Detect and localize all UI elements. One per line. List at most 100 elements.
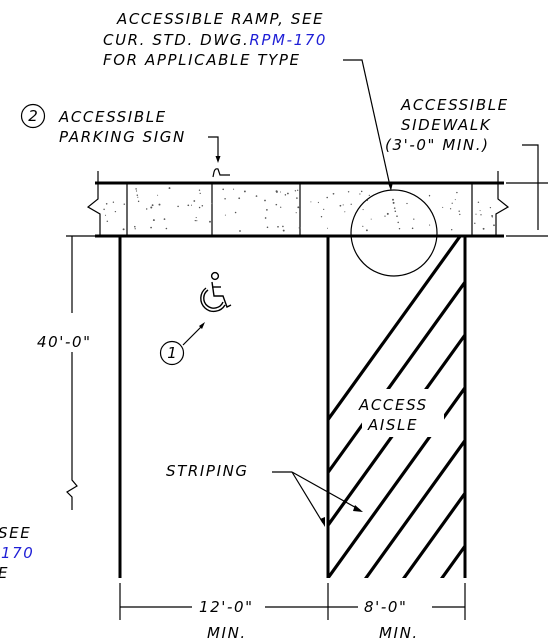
stipple-dot (103, 208, 105, 211)
striping-arrowhead (320, 517, 325, 527)
stipple-dot (198, 206, 201, 209)
striping-leader-to-line (291, 471, 324, 524)
aisle-width-min-text: MIN. (379, 624, 419, 641)
sidewalk-note-line1: ACCESSIBLE (400, 96, 509, 114)
stipple-dot (454, 199, 456, 201)
stipple-dot (233, 188, 235, 190)
stipple-dot (137, 196, 139, 198)
stipple-dot (187, 204, 190, 207)
stipple-dot (310, 201, 312, 203)
stipple-dot (442, 206, 444, 208)
ramp-location-circle (350, 189, 438, 277)
stipple-dot (106, 220, 109, 223)
symbol-leader-line (182, 324, 204, 346)
stipple-dot (238, 197, 241, 200)
hatch-stripe (516, 236, 554, 634)
hatch-stripe (364, 437, 465, 578)
stipple-dot (158, 203, 161, 206)
stipple-dot (137, 200, 140, 203)
striping-callout: STRIPING (166, 462, 363, 527)
stipple-dot (359, 193, 361, 195)
stipple-dot (165, 227, 168, 230)
stipple-dot (294, 190, 297, 192)
stipple-dot (112, 201, 115, 203)
parking-sign-symbol-icon (212, 168, 230, 178)
stipple-dot (398, 227, 401, 230)
symbol-note-number-circle (159, 340, 185, 366)
sign-note: 2 ACCESSIBLE PARKING SIGN (20, 103, 230, 178)
stall-width-text: 12'-0" (199, 598, 254, 616)
stipple-dot (320, 216, 323, 218)
sign-note-number-circle (20, 103, 46, 129)
stipple-dot (411, 227, 414, 230)
cut-note-link[interactable]: -170 (0, 544, 34, 562)
width-dimensions: 12'-0" MIN. 8'-0" MIN. (119, 583, 466, 641)
stipple-dot (195, 217, 197, 219)
stipple-dot (298, 227, 301, 229)
sign-leader-arrowhead (215, 156, 221, 163)
stipple-dot (224, 197, 226, 200)
depth-dimension-text: 40'-0" (37, 333, 92, 351)
stipple-dot (297, 189, 299, 191)
stipple-dot (332, 192, 335, 195)
hatch-stripe (328, 279, 465, 476)
stipple-dot (114, 210, 117, 213)
stipple-dot (135, 190, 138, 192)
stipple-dot (428, 195, 431, 197)
stipple-dot (392, 201, 395, 204)
stipple-dot (199, 192, 201, 195)
stipple-dot (397, 221, 399, 224)
ramp-note-line2-prefix: CUR. STD. DWG. (103, 31, 249, 49)
left-break-line (86, 171, 101, 236)
stipple-dot (150, 226, 152, 229)
ramp-leader-line (343, 59, 391, 187)
sidewalk (86, 171, 510, 238)
stipple-dot (365, 229, 368, 232)
sign-note-line2: PARKING SIGN (59, 128, 186, 146)
cut-off-note: SEE -170 E (0, 524, 34, 582)
parking-stall: ACCESS AISLE (118, 236, 554, 634)
stipple-dot (239, 230, 241, 232)
stipple-dot (201, 204, 204, 207)
stipple-dot (451, 229, 453, 231)
depth-dim-line-lower-break (66, 352, 78, 510)
stipple-dot (168, 187, 171, 190)
stipple-dot (134, 228, 136, 230)
stipple-dot (479, 210, 481, 212)
stipple-dot (449, 208, 452, 210)
symbol-note-number: 1 (167, 344, 177, 362)
ramp-standard-drawing-link[interactable]: RPM-170 (249, 31, 327, 49)
stipple-dot (152, 219, 155, 222)
stipple-dot (406, 202, 408, 205)
symbol-note: 1 (159, 322, 205, 366)
stipple-dot (480, 214, 482, 216)
stipple-dot (150, 206, 153, 209)
stipple-dot (282, 229, 285, 232)
stipple-dot (295, 212, 297, 214)
striping-label: STRIPING (166, 462, 249, 480)
stipple-dot (123, 203, 126, 205)
stipple-dot (157, 194, 159, 196)
stipple-dot (493, 224, 495, 227)
stipple-dot (326, 196, 328, 199)
stipple-dot (196, 220, 198, 222)
stipple-dot (392, 198, 394, 201)
stipple-dot (105, 203, 108, 205)
stipple-dot (234, 211, 237, 214)
stipple-dot (297, 206, 300, 209)
stipple-dot (347, 191, 350, 193)
right-break-line (495, 171, 510, 236)
stipple-dot (277, 225, 279, 228)
stall-width-min-text: MIN. (207, 624, 247, 641)
stipple-dot (386, 212, 389, 215)
stipple-dot (222, 188, 224, 191)
stipple-dot (384, 215, 386, 217)
stipple-dot (360, 190, 363, 193)
stipple-dot (456, 191, 458, 194)
stipple-dot (282, 225, 284, 228)
stipple-dot (264, 217, 267, 219)
stipple-dot (135, 188, 137, 190)
stipple-dot (362, 209, 364, 211)
stipple-dot (475, 213, 477, 215)
